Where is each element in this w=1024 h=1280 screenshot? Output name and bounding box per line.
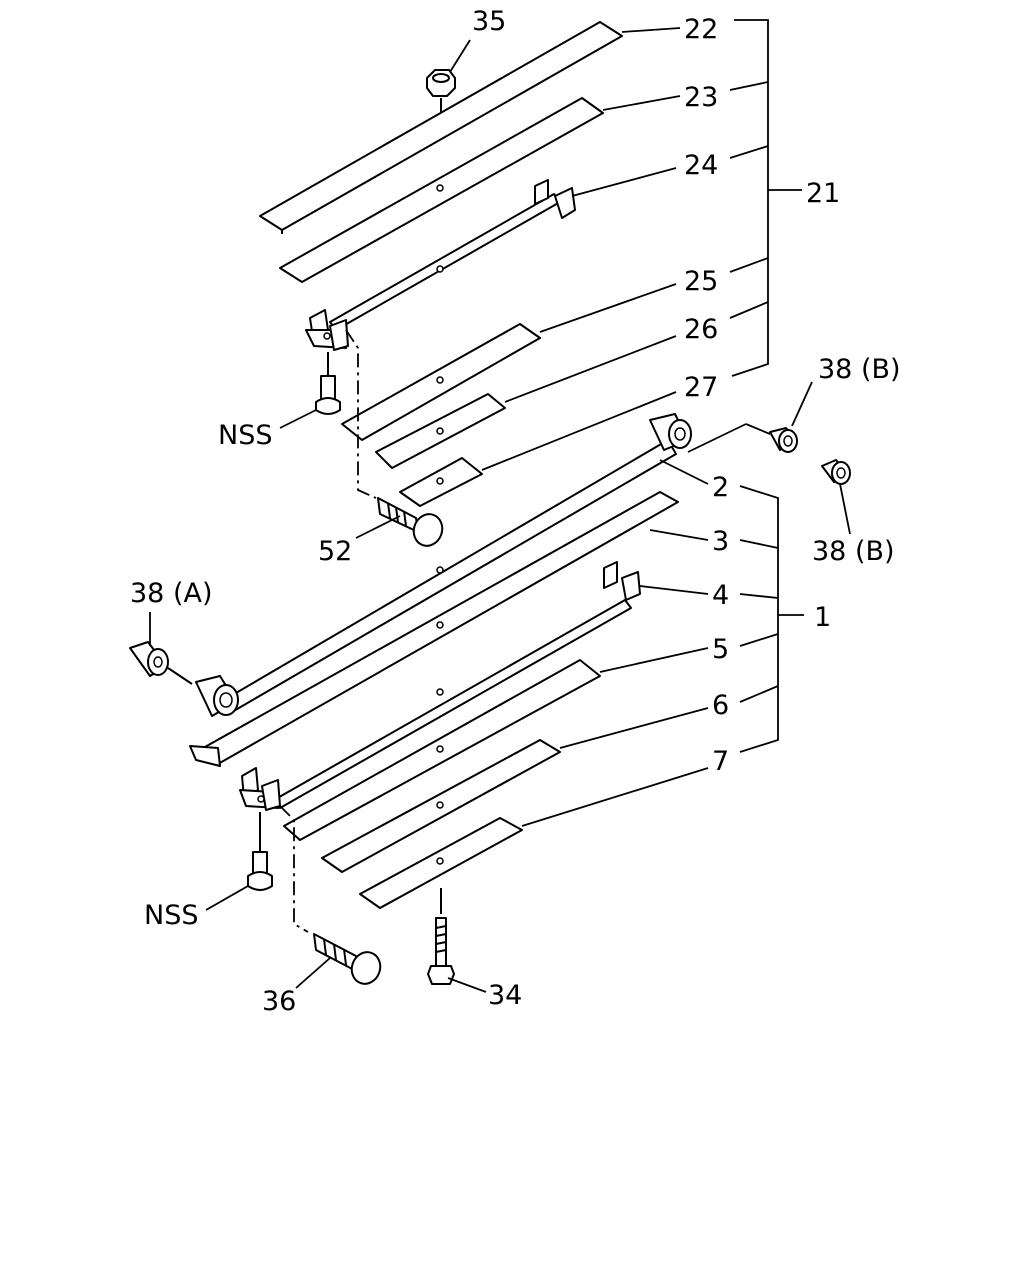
bolt-52 — [377, 497, 444, 547]
callout-6: 6 — [712, 690, 729, 721]
callout-1: 1 — [814, 602, 831, 633]
callout-3: 3 — [712, 526, 729, 557]
callout-36: 36 — [262, 986, 296, 1017]
bolt-nss-top — [315, 352, 341, 415]
callout-52: 52 — [318, 536, 352, 567]
callout-26: 26 — [684, 314, 718, 345]
leaf-4 — [239, 561, 641, 811]
leaf-25 — [341, 323, 541, 441]
center-bolt-34 — [427, 888, 455, 985]
callout-38b-right: 38 (B) — [812, 536, 895, 567]
callout-34: 34 — [488, 980, 522, 1011]
callout-5: 5 — [712, 634, 729, 665]
center-line-bottom — [279, 805, 309, 933]
leaf-24 — [305, 179, 576, 351]
center-line-top — [345, 329, 377, 499]
bolt-nss-bottom — [247, 812, 273, 891]
callout-35: 35 — [472, 6, 506, 37]
callout-nss-top: NSS — [218, 420, 272, 451]
leaf-27 — [399, 457, 483, 507]
bushing-38a — [129, 641, 193, 685]
callout-21: 21 — [806, 178, 840, 209]
leaf-3 — [189, 491, 679, 767]
bushing-38b-right — [821, 459, 851, 485]
callout-27: 27 — [684, 372, 718, 403]
leaf-22 — [259, 21, 623, 234]
leaf-7 — [359, 817, 523, 909]
callout-23: 23 — [684, 82, 718, 113]
callout-38a: 38 (A) — [130, 578, 212, 609]
bushing-38b-top — [769, 427, 798, 453]
callout-38b-top: 38 (B) — [818, 354, 901, 385]
nut-35 — [426, 69, 456, 131]
callout-25: 25 — [684, 266, 718, 297]
leader-lines — [149, 19, 851, 993]
callout-nss-bottom: NSS — [144, 900, 198, 931]
leaf-26 — [375, 393, 506, 469]
leaf-6 — [321, 739, 561, 873]
leaf-2 — [195, 413, 692, 717]
leaf-23 — [279, 97, 604, 283]
bolt-36 — [313, 933, 382, 985]
callout-4: 4 — [712, 580, 729, 611]
callout-7: 7 — [712, 746, 729, 777]
callout-24: 24 — [684, 150, 718, 181]
callout-22: 22 — [684, 14, 718, 45]
callout-2: 2 — [712, 472, 729, 503]
